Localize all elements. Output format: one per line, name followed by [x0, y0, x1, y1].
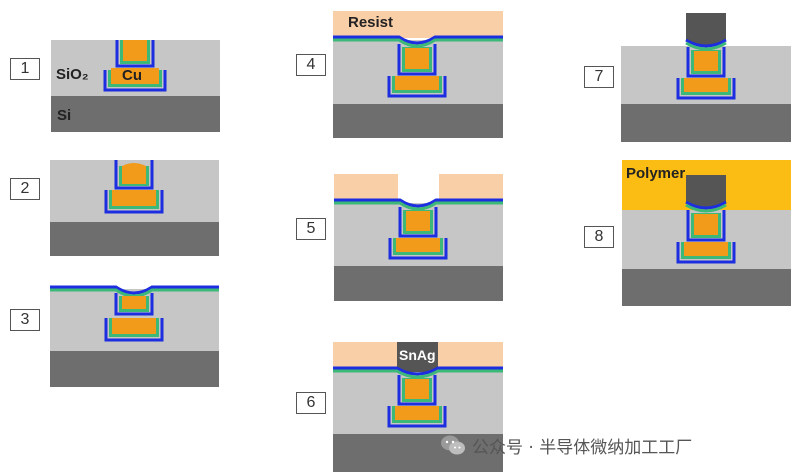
step-number-8: 8 — [584, 226, 614, 248]
panel-5 — [334, 174, 503, 301]
resist-label: Resist — [348, 14, 393, 31]
panel-3 — [50, 285, 219, 387]
si-label: Si — [57, 107, 71, 124]
snag-label: SnAg — [399, 347, 436, 363]
step-number-1: 1 — [10, 58, 40, 80]
panel-7 — [621, 13, 791, 142]
watermark-text: 公众号 · 半导体微纳加工工厂 — [472, 437, 693, 458]
panel-8 — [622, 160, 791, 306]
panel-6 — [333, 342, 503, 472]
step-number-6: 6 — [296, 392, 326, 414]
panel-2 — [50, 160, 219, 256]
step-number-7: 7 — [584, 66, 614, 88]
polymer-label: Polymer — [626, 165, 685, 182]
step-number-4: 4 — [296, 54, 326, 76]
wechat-icon — [441, 435, 465, 455]
watermark: 公众号 · 半导体微纳加工工厂 — [440, 430, 692, 460]
step-number-3: 3 — [10, 309, 40, 331]
panel-1 — [51, 40, 220, 132]
sio2-label: SiO₂ — [56, 66, 89, 83]
step-number-5: 5 — [296, 218, 326, 240]
cu-label: Cu — [122, 67, 142, 84]
step-number-2: 2 — [10, 178, 40, 200]
panel-4 — [333, 11, 503, 138]
